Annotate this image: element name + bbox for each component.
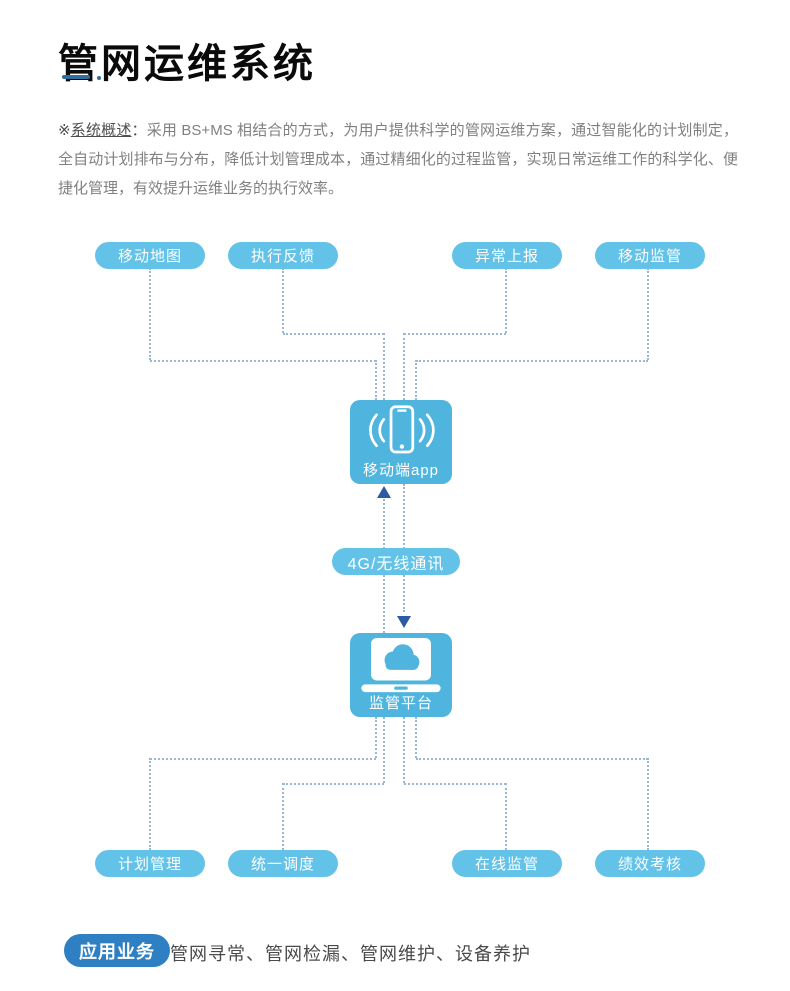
overview-text: 采用 BS+MS 相结合的方式，为用户提供科学的管网运维方案，通过智能化的计划制… — [58, 122, 738, 197]
arrow-down-icon — [397, 616, 411, 628]
node-online-supervision: 在线监管 — [452, 850, 562, 877]
node-mobile-map: 移动地图 — [95, 242, 205, 269]
application-business-text: 管网寻常、管网检漏、管网维护、设备养护 — [170, 944, 531, 964]
connector-line — [415, 717, 417, 758]
title-divider-dot — [97, 76, 101, 80]
title-divider-dash — [62, 75, 90, 79]
node-plan-management: 计划管理 — [95, 850, 205, 877]
connector-line — [375, 360, 377, 400]
page-title: 管网运维系统 — [58, 41, 316, 86]
connector-line — [415, 360, 417, 400]
node-execution-feedback: 执行反馈 — [228, 242, 338, 269]
connector-line — [149, 268, 151, 360]
phone-signal-icon — [369, 405, 435, 454]
connector-line — [505, 268, 507, 333]
laptop-cloud-icon — [361, 637, 441, 693]
node-mobile-supervision: 移动监管 — [595, 242, 705, 269]
connector-line — [375, 717, 377, 758]
connector-line — [383, 717, 385, 783]
application-business-badge: 应用业务 — [64, 934, 170, 967]
connector-line — [403, 717, 405, 783]
connector-line — [647, 268, 649, 360]
overview-marker: ※ — [58, 122, 71, 139]
connector-line — [283, 783, 384, 785]
mobile-app-label: 移动端app — [362, 462, 440, 479]
connector-line — [647, 758, 649, 850]
node-exception-report: 异常上报 — [452, 242, 562, 269]
connector-line — [416, 758, 648, 760]
overview-label: 系统概述 — [70, 122, 132, 139]
link-label: 4G/无线通讯 — [332, 548, 460, 575]
system-overview: ※系统概述：采用 BS+MS 相结合的方式，为用户提供科学的管网运维方案，通过智… — [58, 116, 738, 203]
connector-line — [505, 783, 507, 850]
connector-line — [383, 333, 385, 400]
platform-label: 监管平台 — [368, 695, 433, 712]
node-unified-dispatch: 统一调度 — [228, 850, 338, 877]
connector-line — [404, 783, 506, 785]
connector-line — [150, 758, 376, 760]
connector-line — [416, 360, 648, 362]
overview-colon: ： — [131, 122, 147, 139]
arrow-up-icon — [377, 486, 391, 498]
connector-line — [282, 268, 284, 333]
platform-box: 监管平台 — [350, 633, 452, 717]
node-performance-review: 绩效考核 — [595, 850, 705, 877]
mobile-app-box: 移动端app — [350, 400, 452, 484]
connector-line — [149, 758, 151, 850]
connector-line — [404, 333, 506, 335]
connector-line — [403, 333, 405, 400]
connector-line — [283, 333, 384, 335]
connector-line — [150, 360, 376, 362]
connector-line — [282, 783, 284, 850]
